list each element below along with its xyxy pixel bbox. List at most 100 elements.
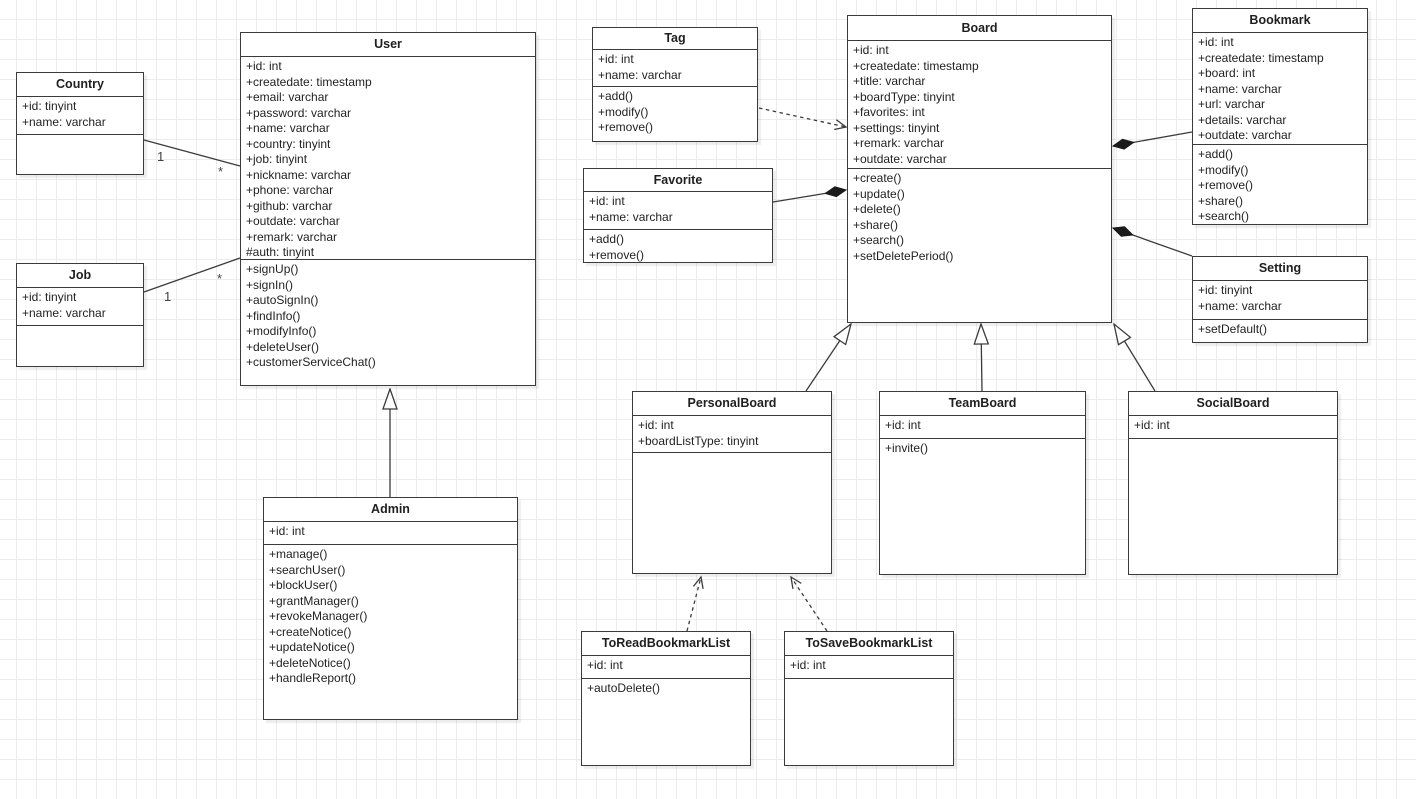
method-row: +signUp() xyxy=(246,262,299,276)
method-row: +invite() xyxy=(885,441,929,455)
edge-favorite-board-composition[interactable] xyxy=(772,190,846,203)
class-title: ToSaveBookmarkList xyxy=(805,636,933,650)
attributes-compartment: +id: tinyint+name: varchar xyxy=(17,96,143,134)
method-row: +remove() xyxy=(589,247,645,262)
attribute-row: +name: varchar xyxy=(246,121,330,135)
class-title: Board xyxy=(961,21,998,35)
method-row: +grantManager() xyxy=(269,593,359,608)
method-row: +setDeletePeriod() xyxy=(853,248,954,263)
edge-setting-board-composition[interactable] xyxy=(1113,228,1193,257)
class-box-User[interactable]: User+id: int+createdate: timestamp+email… xyxy=(240,32,536,386)
edge-toread-personalboard-dependency[interactable] xyxy=(686,575,704,632)
attribute-row: +settings: tinyint xyxy=(853,120,940,135)
attribute-row: +id: int xyxy=(790,658,826,672)
class-box-Job[interactable]: Job+id: tinyint+name: varchar xyxy=(16,263,144,367)
method-row: +search() xyxy=(853,233,905,247)
method-row: +add() xyxy=(1198,147,1234,161)
methods-compartment: +setDefault() xyxy=(1193,319,1367,342)
attribute-row: +title: varchar xyxy=(853,74,926,88)
attributes-compartment: +id: tinyint+name: varchar xyxy=(1193,280,1367,319)
attribute-row: +outdate: varchar xyxy=(246,214,340,228)
attribute-row: +boardType: tinyint xyxy=(853,89,955,104)
class-box-TeamBoard[interactable]: TeamBoard+id: int+invite() xyxy=(879,391,1086,575)
class-title: Tag xyxy=(664,31,686,45)
method-row: +modify() xyxy=(1198,162,1249,177)
attribute-row: +createdate: timestamp xyxy=(853,58,979,73)
methods-compartment: +manage()+searchUser()+blockUser()+grant… xyxy=(264,544,517,719)
methods-compartment xyxy=(17,134,143,174)
attribute-row: +id: int xyxy=(1198,35,1234,49)
class-box-Setting[interactable]: Setting +id: tinyint+name: varchar +setDef… xyxy=(1192,256,1368,343)
class-box-SocialBoard[interactable]: SocialBoard+id: int xyxy=(1128,391,1338,575)
method-row: +create() xyxy=(853,171,902,185)
class-title: Setting xyxy=(1258,261,1302,275)
methods-compartment: +autoDelete() xyxy=(582,678,750,765)
class-title: Bookmark xyxy=(1249,13,1311,27)
multiplicity-label: * xyxy=(218,164,223,179)
edge-tosave-personalboard-dependency[interactable] xyxy=(790,575,828,632)
attribute-row: +job: tinyint xyxy=(246,152,308,166)
methods-compartment xyxy=(633,452,831,573)
class-box-Country[interactable]: Country +id: tinyint+name: varchar xyxy=(16,72,144,175)
attribute-row: +outdate: varchar xyxy=(853,151,947,166)
attribute-row: +details: varchar xyxy=(1198,112,1287,127)
attribute-row: +id: tinyint xyxy=(22,99,77,113)
method-row: +share() xyxy=(853,217,899,232)
attribute-row: +github: varchar xyxy=(246,198,333,213)
class-title: ToReadBookmarkList xyxy=(601,636,731,650)
attribute-row: +phone: varchar xyxy=(246,183,334,197)
method-row: +signIn() xyxy=(246,277,294,292)
class-box-ToSaveBookmarkList[interactable]: ToSaveBookmarkList +id: int xyxy=(784,631,954,766)
attribute-row: +id: int xyxy=(853,43,889,57)
methods-compartment: +create()+update()+delete()+share()+sear… xyxy=(848,168,1111,322)
attribute-row: +name: varchar xyxy=(598,67,682,82)
methods-compartment xyxy=(785,678,953,765)
class-title: TeamBoard xyxy=(948,396,1017,410)
method-row: +findInfo() xyxy=(246,308,301,323)
method-row: +updateNotice() xyxy=(269,640,355,654)
attribute-row: +boardListType: tinyint xyxy=(638,433,759,448)
class-box-Favorite[interactable]: Favorite+id: int+name: varchar+add()+rem… xyxy=(583,168,773,263)
class-box-Admin[interactable]: Admin+id: int+manage()+searchUser()+bloc… xyxy=(263,497,518,720)
attribute-row: +country: tinyint xyxy=(246,136,331,151)
attribute-row: +favorites: int xyxy=(853,105,925,119)
methods-compartment xyxy=(1129,438,1337,574)
attribute-row: +id: tinyint xyxy=(1198,283,1253,297)
attributes-compartment: +id: int+name: varchar xyxy=(584,191,772,229)
attribute-row: +url: varchar xyxy=(1198,97,1266,111)
attribute-row: +name: varchar xyxy=(1198,298,1282,313)
attribute-row: +id: int xyxy=(598,52,634,66)
edge-personalboard-board-generalization[interactable] xyxy=(805,324,851,392)
edge-country-user-association[interactable] xyxy=(143,139,241,167)
attribute-row: +board: int xyxy=(1198,66,1256,80)
class-box-ToReadBookmarkList[interactable]: ToReadBookmarkList +id: int +autoDelete() xyxy=(581,631,751,766)
attribute-row: +id: tinyint xyxy=(22,290,77,304)
edge-tag-board-dependency[interactable] xyxy=(758,107,848,131)
class-box-PersonalBoard[interactable]: PersonalBoard +id: int+boardListType: tin… xyxy=(632,391,832,574)
attribute-row: +name: varchar xyxy=(22,114,106,129)
methods-compartment: +invite() xyxy=(880,438,1085,574)
class-title: PersonalBoard xyxy=(687,396,777,410)
method-row: +setDefault() xyxy=(1198,322,1268,336)
edge-bookmark-board-composition[interactable] xyxy=(1113,131,1193,146)
method-row: +remove() xyxy=(1198,178,1254,192)
method-row: +manage() xyxy=(269,547,328,561)
attribute-row: +id: int xyxy=(638,418,674,432)
attribute-row: +nickname: varchar xyxy=(246,167,352,182)
class-title: Country xyxy=(56,77,104,91)
attributes-compartment: +id: int xyxy=(264,521,517,544)
edge-socialboard-board-generalization[interactable] xyxy=(1114,324,1156,392)
class-box-Board[interactable]: Board +id: int+createdate: timestamp+titl… xyxy=(847,15,1112,323)
attribute-row: +password: varchar xyxy=(246,105,352,120)
class-box-Bookmark[interactable]: Bookmark+id: int+createdate: timestamp+b… xyxy=(1192,8,1368,225)
attribute-row: +createdate: timestamp xyxy=(246,74,372,89)
method-row: +modify() xyxy=(598,104,649,119)
edge-teamboard-board-generalization[interactable] xyxy=(981,324,982,392)
class-box-Tag[interactable]: Tag+id: int+name: varchar+add()+modify()… xyxy=(592,27,758,142)
method-row: +revokeManager() xyxy=(269,609,368,623)
methods-compartment xyxy=(17,325,143,366)
edge-job-user-association[interactable] xyxy=(143,257,241,293)
attribute-row: +id: int xyxy=(587,658,623,672)
attribute-row: +remark: varchar xyxy=(246,229,338,244)
